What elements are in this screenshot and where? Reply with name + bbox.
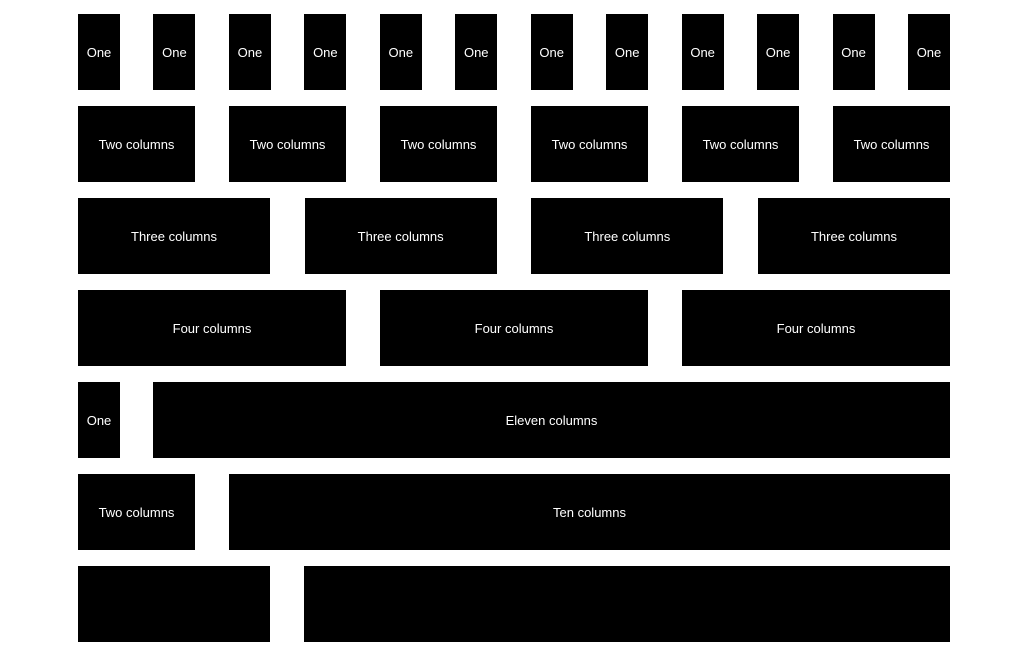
one-column-cell: One — [78, 382, 120, 458]
one-column-cell: One — [681, 14, 724, 90]
one-column-cell: One — [78, 14, 120, 90]
two-column-cell: Two columns — [78, 474, 195, 550]
two-column-cell: Two columns — [229, 106, 346, 182]
row-two-ten: Two columns Ten columns — [78, 474, 950, 550]
two-column-cell: Two columns — [78, 106, 195, 182]
two-column-cell: Two columns — [380, 106, 497, 182]
one-column-cell: One — [304, 14, 347, 90]
one-column-cell: One — [228, 14, 271, 90]
three-column-cell — [78, 566, 270, 642]
eleven-column-cell: Eleven columns — [153, 382, 950, 458]
row-one-eleven: One Eleven columns — [78, 382, 950, 458]
row-twos: Two columns Two columns Two columns Two … — [78, 106, 950, 182]
row-ones: One One One One One One One One One One … — [78, 14, 950, 90]
three-column-cell: Three columns — [531, 198, 724, 274]
one-column-cell: One — [530, 14, 573, 90]
four-column-cell: Four columns — [682, 290, 950, 366]
one-column-cell: One — [153, 14, 196, 90]
four-column-cell: Four columns — [380, 290, 648, 366]
one-column-cell: One — [455, 14, 498, 90]
four-column-cell: Four columns — [78, 290, 346, 366]
row-three-eight — [78, 566, 950, 642]
eight-column-cell — [304, 566, 950, 642]
one-column-cell: One — [379, 14, 422, 90]
column-grid: One One One One One One One One One One … — [78, 14, 950, 658]
two-column-cell: Two columns — [531, 106, 648, 182]
three-column-cell: Three columns — [304, 198, 497, 274]
two-column-cell: Two columns — [682, 106, 799, 182]
one-column-cell: One — [606, 14, 649, 90]
one-column-cell: One — [907, 14, 950, 90]
one-column-cell: One — [757, 14, 800, 90]
ten-column-cell: Ten columns — [229, 474, 950, 550]
two-column-cell: Two columns — [833, 106, 950, 182]
three-column-cell: Three columns — [757, 198, 950, 274]
row-fours: Four columns Four columns Four columns — [78, 290, 950, 366]
one-column-cell: One — [832, 14, 875, 90]
three-column-cell: Three columns — [78, 198, 270, 274]
row-threes: Three columns Three columns Three column… — [78, 198, 950, 274]
